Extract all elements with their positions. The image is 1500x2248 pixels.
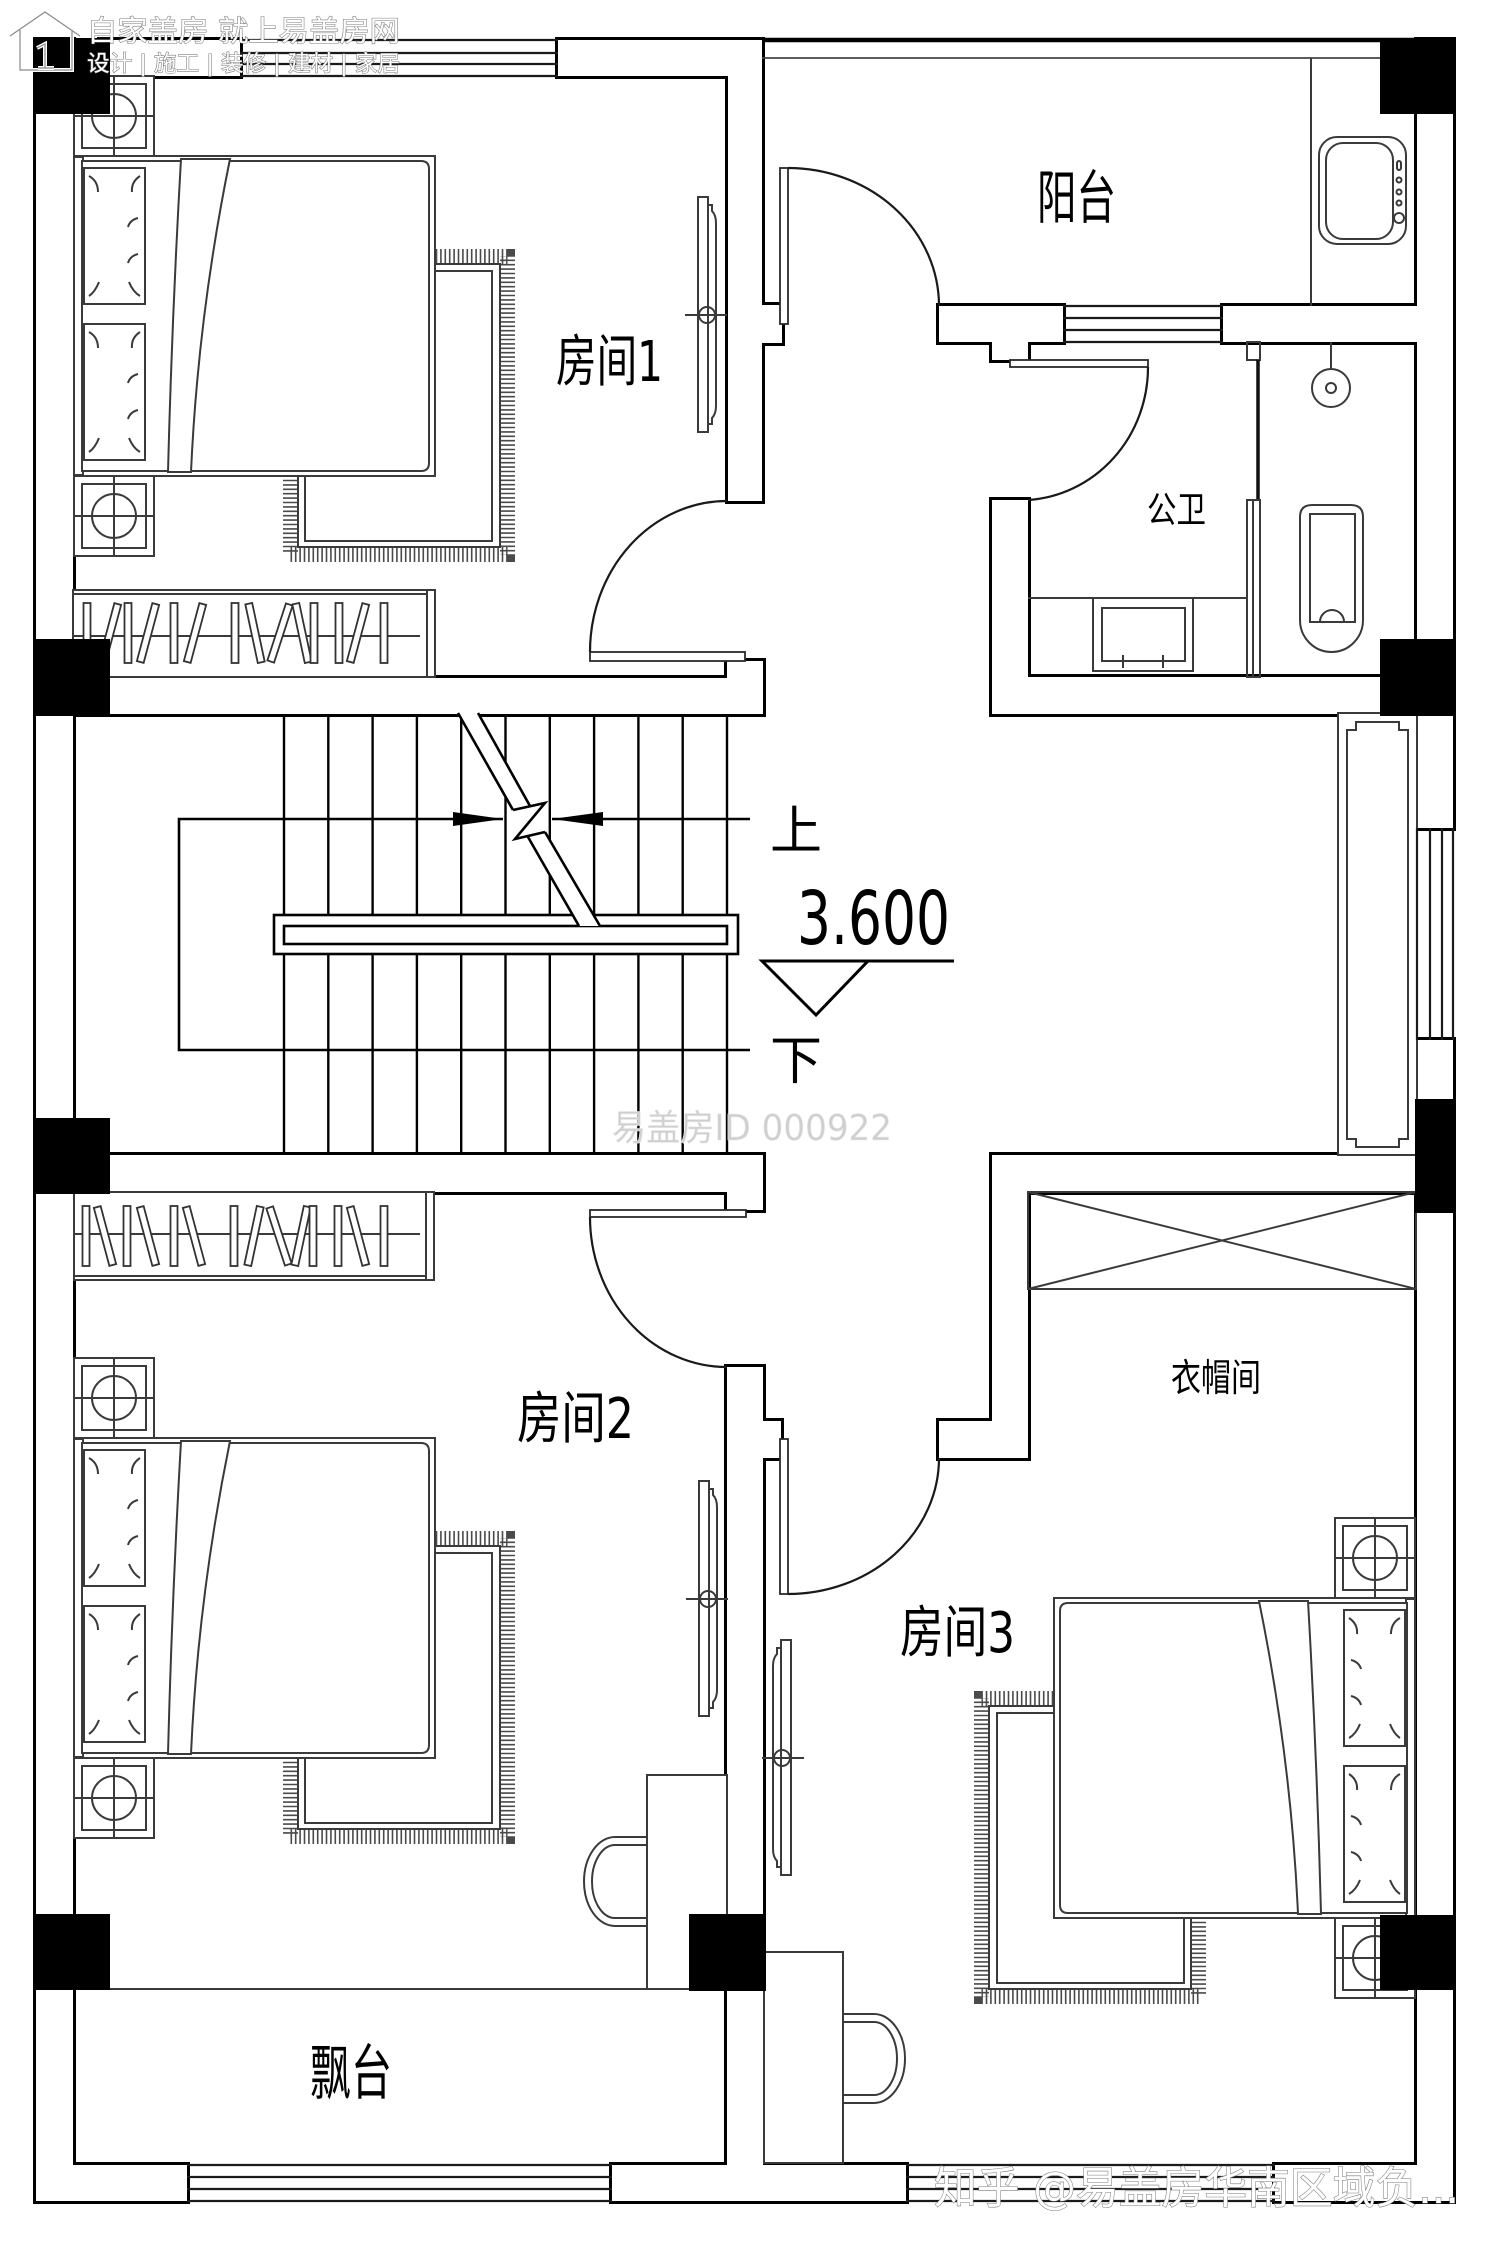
wardrobe-room-2 <box>73 1191 435 1281</box>
arrow-left-icon <box>552 812 603 826</box>
chair-room-3 <box>843 2013 906 2104</box>
label-balcony: 阳台 <box>1037 164 1116 232</box>
door-swing-arc-room-1 <box>588 499 728 653</box>
stair-break-line-icon <box>456 712 602 927</box>
structural-columns <box>34 38 1456 1991</box>
door-swing-arc-bathroom <box>1027 366 1150 502</box>
bed-set-room-3 <box>982 1518 1416 1998</box>
label-room-3: 房间3 <box>900 1601 1015 1666</box>
door-leaf-room-1 <box>589 651 746 662</box>
room-3-furniture <box>761 1191 1417 2164</box>
stair-direction-arrows <box>177 812 750 1052</box>
walls <box>36 40 1453 2201</box>
door-swing-arc-balcony <box>787 166 941 307</box>
wardrobe-room-1 <box>72 589 436 678</box>
washing-machine-icon <box>1318 136 1407 245</box>
watermark-plan-id: 易盖房ID 000922 <box>612 1108 892 1149</box>
sink-counter <box>1028 597 1247 672</box>
hallway-cabinet <box>1337 712 1418 1156</box>
window-room-3-south <box>906 2163 1275 2203</box>
watermark-slogan: 自家盖房 就上易盖房网 <box>87 14 400 48</box>
stair-down-label: 下 <box>770 1032 822 1092</box>
balcony-fixtures <box>779 58 1407 325</box>
staircase: 上 下 <box>177 712 822 1155</box>
elevation-value: 3.600 <box>797 876 950 962</box>
tv-cabinet-room-1 <box>684 196 728 433</box>
window-hallway-east <box>1415 828 1455 1040</box>
door-leaf-room-3 <box>779 1438 789 1595</box>
label-room-1: 房间1 <box>556 330 663 395</box>
door-swing-arc-room-2 <box>588 1216 728 1369</box>
label-bathroom: 公卫 <box>1147 490 1206 531</box>
bathroom-fixtures <box>1009 341 1364 678</box>
elevation-marker: 3.600 <box>758 876 954 1018</box>
door-leaf-bathroom <box>1009 359 1149 368</box>
label-closet: 衣帽间 <box>1171 1356 1261 1400</box>
door-leaf-balcony <box>779 167 789 325</box>
window-bay <box>187 2163 612 2203</box>
door-swing-arc-room-3 <box>787 1457 941 1596</box>
label-bay-window: 飘台 <box>310 2039 392 2109</box>
room-2-furniture <box>73 1191 747 1990</box>
elevation-triangle-icon <box>758 959 872 1018</box>
desk-room-3 <box>763 1951 844 2164</box>
arrow-right-icon <box>453 812 503 826</box>
house-logo-icon <box>8 9 82 72</box>
room-1-furniture <box>72 76 746 678</box>
watermark-bottom-right: 知乎 @易盖房华南区域负... <box>934 2163 1459 2214</box>
window-bathroom-balcony <box>1063 304 1223 344</box>
bed-set-room-2 <box>74 1358 508 1838</box>
watermark-top-left: 自家盖房 就上易盖房网 设计 | 施工 | 装修 | 建材 | 家居 <box>8 9 401 78</box>
door-leaf-room-2 <box>589 1209 747 1218</box>
stair-handrail <box>272 913 740 956</box>
stair-up-label: 上 <box>770 802 822 862</box>
tv-cabinet-room-2 <box>685 1480 729 1717</box>
watermark-services: 设计 | 施工 | 装修 | 建材 | 家居 <box>87 52 400 77</box>
closet-storage <box>1027 1191 1417 1290</box>
tv-cabinet-room-3 <box>761 1639 805 1876</box>
windows <box>187 38 1455 2203</box>
room-labels: 房间1 阳台 公卫 房间2 衣帽间 房间3 飘台 <box>310 164 1261 2109</box>
toilet-icon <box>1299 504 1364 653</box>
chair-room-2 <box>583 1836 647 1927</box>
label-room-2: 房间2 <box>517 1387 634 1452</box>
window-room-1-top <box>240 38 558 78</box>
bed-set-room-1 <box>74 76 508 556</box>
shower-head-icon <box>1311 342 1351 408</box>
